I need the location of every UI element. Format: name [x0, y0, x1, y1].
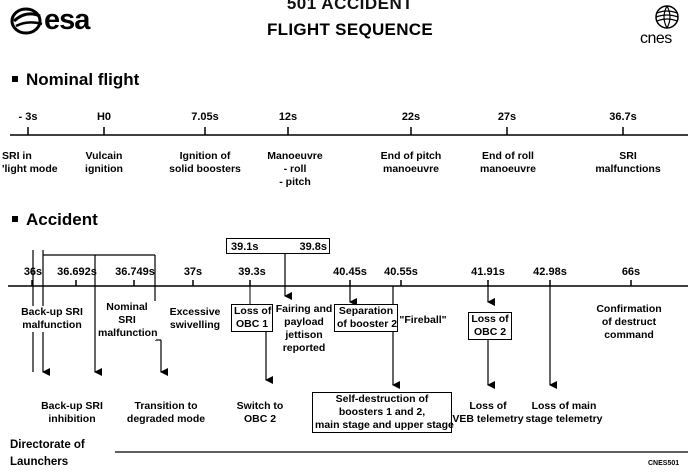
bullet-icon	[12, 75, 18, 82]
accident-heading-text: Accident	[26, 210, 98, 229]
esa-logo-icon	[10, 7, 43, 35]
range-end: 39.8s	[299, 241, 327, 253]
nominal-time: H0	[96, 111, 112, 123]
cnes-globe-icon	[655, 5, 679, 29]
title-top: 501 ACCIDENT	[286, 0, 414, 13]
accident-time: 40.45s	[333, 266, 367, 278]
accident-time: 40.55s	[384, 266, 418, 278]
accident-time: 36.692s	[57, 266, 97, 278]
label-text: Manoeuvre- roll- pitch	[267, 150, 323, 188]
accident-heading: Accident	[12, 210, 98, 230]
nominal-time: 36.7s	[609, 111, 637, 123]
fireball: "Fireball"	[398, 314, 448, 327]
range-start: 39.1s	[231, 241, 259, 253]
nominal-time: 12s	[278, 111, 298, 123]
accident-ticks	[31, 280, 632, 286]
nominal-ticks	[27, 127, 624, 135]
nominal-time: 7.05s	[191, 111, 219, 123]
accident-time: 42.98s	[533, 266, 567, 278]
time-range-box: 39.1s 39.8s	[226, 238, 330, 254]
nominal-heading: Nominal flight	[12, 70, 139, 90]
nominal-time: 22s	[401, 111, 421, 123]
label-text: SRI in'light mode	[2, 150, 58, 175]
nominal-time: 27s	[497, 111, 517, 123]
nominal-label: Manoeuvre- roll- pitch	[255, 150, 335, 189]
page-title: FLIGHT SEQUENCE	[266, 20, 433, 39]
nominal-time: - 3s	[18, 111, 38, 123]
esa-logo: esa	[44, 4, 90, 36]
nominal-label: SRI in'light mode	[0, 150, 70, 176]
document-code: CNES501	[648, 460, 680, 467]
accident-time: 41.91s	[471, 266, 505, 278]
accident-time: 36.749s	[115, 266, 155, 278]
nominal-heading-text: Nominal flight	[26, 70, 140, 89]
bullet-icon	[12, 215, 18, 222]
accident-time: 36s	[23, 266, 43, 278]
accident-time: 66s	[621, 266, 641, 278]
cnes-logo: cnes	[640, 30, 672, 47]
accident-time: 37s	[183, 266, 203, 278]
label-text: "Fireball"	[399, 314, 447, 326]
accident-time: 39.3s	[238, 266, 266, 278]
